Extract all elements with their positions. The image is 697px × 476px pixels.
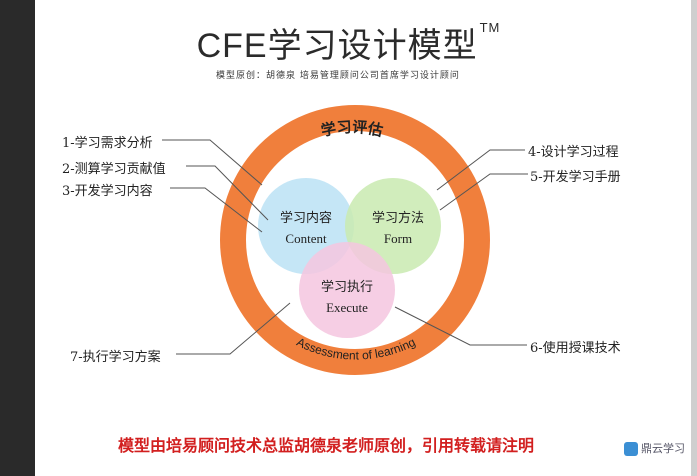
leader-line-1 [162, 139, 263, 186]
leader-line-2 [186, 165, 269, 221]
left-dark-strip [0, 0, 35, 476]
trademark-mark: TM [479, 20, 501, 35]
leader-line-7 [176, 302, 291, 355]
model-author-subtitle: 模型原创：胡德泉 培易管理顾问公司首席学习设计顾问 [216, 71, 460, 81]
step-5-develop-handbook: 5-开发学习手册 [530, 170, 621, 185]
watermark-logo-icon [624, 442, 638, 456]
execute-cn-label: 学习执行 [321, 279, 373, 295]
title-text: CFE学习设计模型 [196, 27, 478, 65]
watermark-text: 鼎云学习 [641, 442, 685, 455]
step-1-needs-analysis: 1-学习需求分析 [62, 136, 153, 151]
leader-line-3 [170, 187, 263, 233]
step-3-develop-content: 3-开发学习内容 [62, 184, 153, 199]
copyright-footer: 模型由培易顾问技术总监胡德泉老师原创，引用转载请注明 [118, 436, 535, 455]
content-cn-label: 学习内容 [280, 210, 332, 226]
step-2-contribution-value: 2-测算学习贡献值 [62, 162, 166, 177]
leader-line-6 [394, 306, 527, 346]
watermark: 鼎云学习 [624, 440, 685, 456]
leader-line-5 [439, 173, 528, 211]
execute-circle [299, 242, 395, 338]
execute-en-label: Execute [326, 300, 368, 315]
form-en-label: Form [384, 231, 412, 246]
leader-line-4 [436, 149, 525, 191]
step-7-execute-plan: 7-执行学习方案 [70, 350, 161, 365]
content-en-label: Content [285, 231, 327, 246]
step-6-teaching-techniques: 6-使用授课技术 [530, 341, 621, 356]
right-scroll-strip [691, 0, 697, 476]
form-cn-label: 学习方法 [372, 210, 424, 226]
step-4-design-process: 4-设计学习过程 [528, 145, 619, 160]
assessment-ring [220, 105, 490, 375]
